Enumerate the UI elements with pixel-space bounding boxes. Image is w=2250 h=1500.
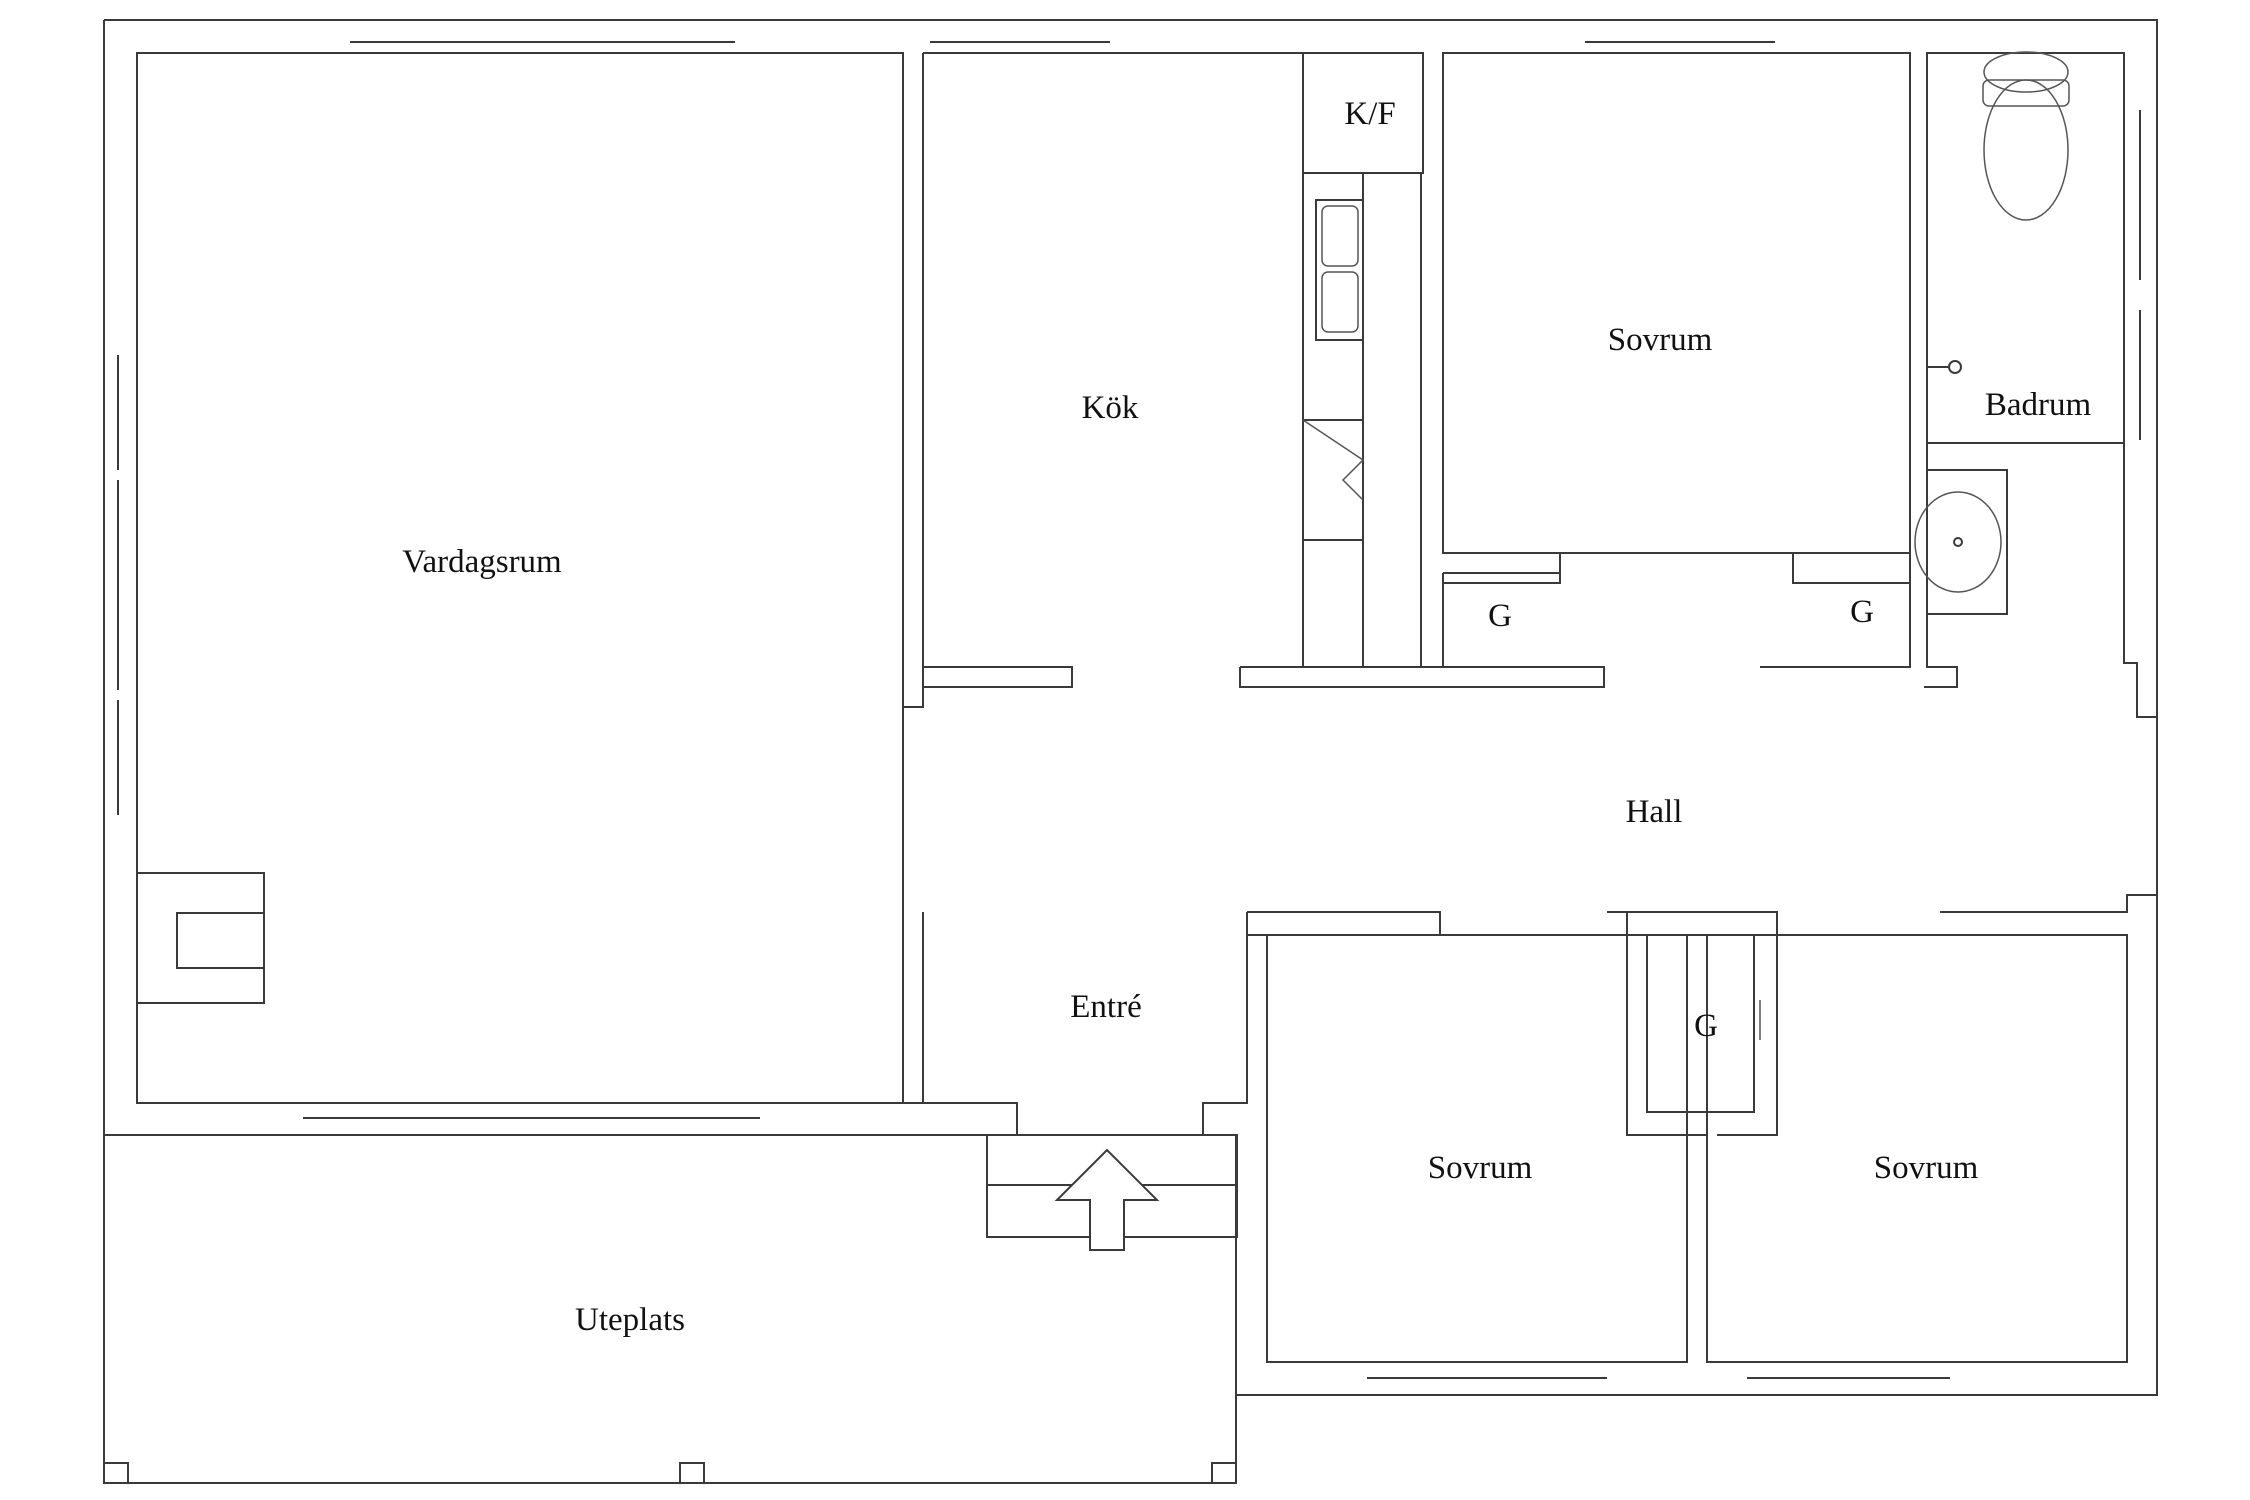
label-vardagsrum: Vardagsrum: [402, 544, 562, 580]
label-closet-3: G: [1694, 1008, 1718, 1044]
outer-walls: [103, 19, 2158, 1484]
label-badrum: Badrum: [1985, 387, 2092, 423]
label-sovrum-bottom-left: Sovrum: [1428, 1150, 1533, 1186]
label-uteplats: Uteplats: [575, 1302, 685, 1338]
label-sovrum-top: Sovrum: [1608, 322, 1713, 358]
label-kf: K/F: [1344, 96, 1395, 132]
label-hall: Hall: [1626, 794, 1683, 830]
room-labels: Vardagsrum Kök K/F Sovrum Badrum G G Hal…: [402, 96, 2091, 1338]
entrance-arrow-icon: [1054, 1148, 1160, 1251]
label-kok: Kök: [1082, 390, 1139, 426]
label-sovrum-bottom-right: Sovrum: [1874, 1150, 1979, 1186]
label-closet-1: G: [1488, 598, 1512, 634]
label-closet-2: G: [1850, 594, 1874, 630]
interior-walls: [103, 41, 2157, 1484]
label-entre: Entré: [1070, 989, 1141, 1025]
